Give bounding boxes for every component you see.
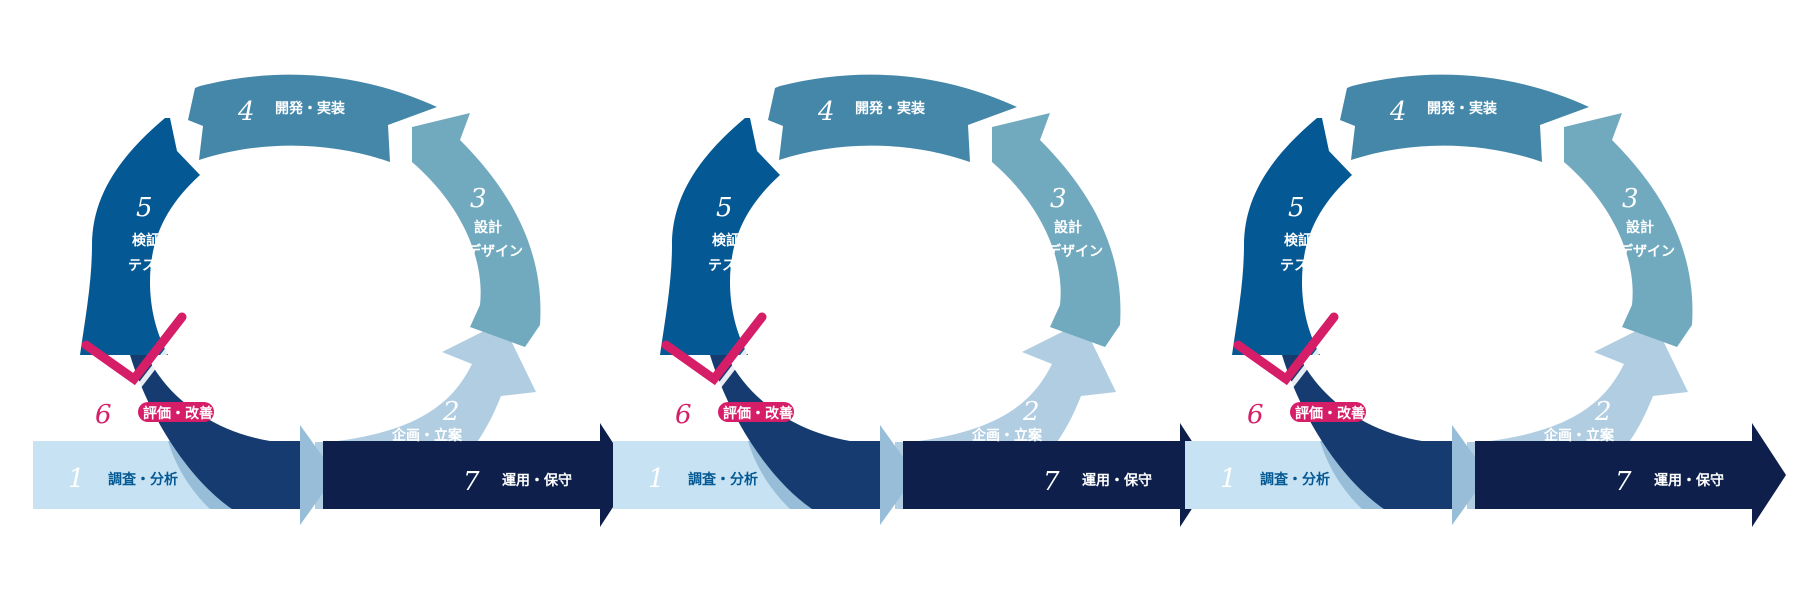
step-5-number: 5 — [716, 193, 733, 223]
step-1-number: 1 — [1220, 464, 1237, 494]
step-3-label-line2: デザイン — [1047, 243, 1103, 260]
step-3-arrow — [412, 113, 541, 347]
step-5-label-line1: 検証 — [1284, 232, 1312, 249]
step-1-number: 1 — [648, 464, 665, 494]
step-7-label: 運用・保守 — [502, 472, 572, 489]
step-3-label-line2: デザイン — [467, 243, 523, 260]
step-2-number: 2 — [1022, 397, 1040, 427]
step-1-number: 1 — [68, 464, 85, 494]
step-3-label-line1: 設計 — [1054, 219, 1082, 236]
step-6-arrow — [1282, 348, 1452, 509]
step-4-number: 4 — [237, 97, 255, 127]
checkmark-icon — [661, 312, 767, 386]
step-6-badge — [138, 402, 214, 422]
step-4-label: 開発・実装 — [1427, 100, 1498, 117]
step-4-arrow — [188, 74, 437, 162]
step-4-arrow — [1340, 74, 1589, 162]
step-4-arrow — [768, 74, 1017, 162]
step-7-label: 運用・保守 — [1654, 472, 1724, 489]
step-5-label-line2: テスト — [1280, 258, 1322, 274]
step-6-label: 評価・改善 — [1295, 405, 1365, 422]
step-2-label: 企画・立案 — [391, 427, 463, 444]
step-5-label-line2: テスト — [128, 258, 170, 274]
step-7-arrow — [1475, 423, 1786, 527]
step-7-arrow — [903, 423, 1214, 527]
step-6-number: 6 — [675, 400, 692, 430]
step-6-arrow — [130, 348, 300, 509]
step-3-arrow — [1564, 113, 1693, 347]
step-3-number: 3 — [1050, 184, 1067, 214]
step-5-label-line2: テスト — [708, 258, 750, 274]
step-6-badge — [718, 402, 794, 422]
step-4-label: 開発・実装 — [855, 100, 926, 117]
step-5-arrow — [660, 118, 780, 355]
step-5-label-line1: 検証 — [712, 232, 740, 249]
step-4-label: 開発・実装 — [275, 100, 346, 117]
step-6-badge — [1290, 402, 1366, 422]
checkmark-icon — [81, 312, 187, 386]
step-4-number: 4 — [817, 97, 835, 127]
step-2-label: 企画・立案 — [1543, 427, 1615, 444]
step-6-arrow — [710, 348, 880, 509]
step-7-arrow — [323, 423, 634, 527]
step-5-arrow — [80, 118, 200, 355]
step-6-label: 評価・改善 — [143, 405, 213, 422]
step-3-arrow — [992, 113, 1121, 347]
step-1-label: 調査・分析 — [108, 471, 178, 488]
cycle-diagram-1: 1 調査・分析 2 企画・立案 3 設計 デザイン 4 開発・実装 5 検証 テ… — [33, 74, 634, 527]
step-3-label-line1: 設計 — [1626, 219, 1654, 236]
step-5-number: 5 — [136, 193, 153, 223]
cycle-diagram-3: 1 調査・分析 2 企画・立案 3 設計 デザイン 4 開発・実装 5 検証 テ… — [1185, 74, 1786, 527]
step-2-number: 2 — [442, 397, 460, 427]
step-3-label-line2: デザイン — [1619, 243, 1675, 260]
step-5-arrow — [1232, 118, 1352, 355]
step-5-number: 5 — [1288, 193, 1305, 223]
step-7-number: 7 — [463, 467, 480, 497]
step-3-number: 3 — [470, 184, 487, 214]
step-6-label: 評価・改善 — [723, 405, 793, 422]
step-2-label: 企画・立案 — [971, 427, 1043, 444]
step-2-number: 2 — [1594, 397, 1612, 427]
step-1-label: 調査・分析 — [1260, 471, 1330, 488]
step-6-number: 6 — [95, 400, 112, 430]
step-6-number: 6 — [1247, 400, 1264, 430]
step-1-label: 調査・分析 — [688, 471, 758, 488]
checkmark-icon — [1233, 312, 1339, 386]
cycle-diagram-2: 1 調査・分析 2 企画・立案 3 設計 デザイン 4 開発・実装 5 検証 テ… — [613, 74, 1214, 527]
step-3-number: 3 — [1622, 184, 1639, 214]
step-3-label-line1: 設計 — [474, 219, 502, 236]
step-4-number: 4 — [1389, 97, 1407, 127]
step-5-label-line1: 検証 — [132, 232, 160, 249]
step-7-number: 7 — [1043, 467, 1060, 497]
step-7-label: 運用・保守 — [1082, 472, 1152, 489]
step-7-number: 7 — [1615, 467, 1632, 497]
